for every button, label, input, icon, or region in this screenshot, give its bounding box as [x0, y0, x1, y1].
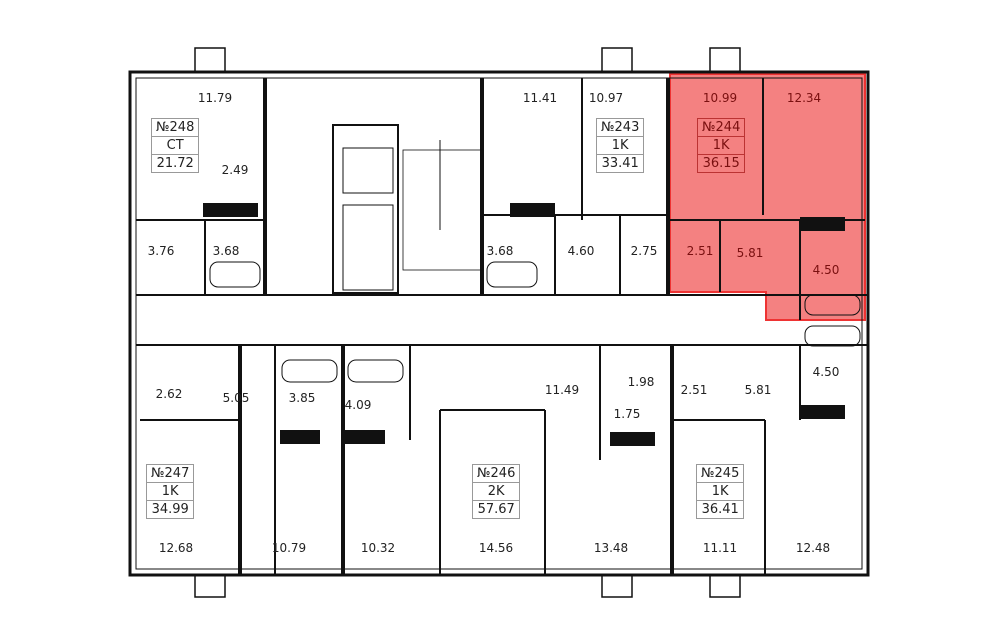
room-area: 14.56	[478, 541, 514, 555]
room-area: 1.98	[627, 375, 655, 389]
room-area: 11.79	[197, 91, 233, 105]
apartment-246-label[interactable]: №246 2K 57.67	[472, 464, 521, 519]
apartment-type: 1K	[698, 136, 745, 154]
room-area: 3.85	[288, 391, 316, 405]
room-area: 10.99	[702, 91, 738, 105]
room-area: 3.68	[486, 244, 514, 258]
room-area: 11.41	[522, 91, 558, 105]
room-area: 13.48	[593, 541, 629, 555]
apartment-number: №246	[477, 466, 516, 481]
apartment-247-label[interactable]: №247 1K 34.99	[146, 464, 195, 519]
room-area: 2.51	[686, 244, 714, 258]
room-area: 11.49	[544, 383, 580, 397]
apartment-area: 36.15	[698, 154, 745, 172]
room-area: 2.62	[155, 387, 183, 401]
room-area: 5.05	[222, 391, 250, 405]
room-area: 12.34	[786, 91, 822, 105]
apartment-number: №248	[156, 120, 195, 135]
apartment-area: 57.67	[473, 500, 520, 518]
apartment-type: 2K	[473, 482, 520, 500]
apartment-248-label[interactable]: №248 CT 21.72	[151, 118, 200, 173]
apartment-area: 34.99	[147, 500, 194, 518]
room-area: 4.50	[812, 263, 840, 277]
apartment-type: 1K	[147, 482, 194, 500]
apartment-number: №243	[601, 120, 640, 135]
room-area: 2.75	[630, 244, 658, 258]
apartment-245-label[interactable]: №245 1K 36.41	[696, 464, 745, 519]
apartment-number: №244	[702, 120, 741, 135]
room-area: 10.97	[588, 91, 624, 105]
walls	[128, 47, 870, 598]
apartment-type: 1K	[597, 136, 644, 154]
apartment-number: №247	[151, 466, 190, 481]
room-area: 1.75	[613, 407, 641, 421]
room-area: 5.81	[744, 383, 772, 397]
room-area: 4.09	[344, 398, 372, 412]
room-area: 5.81	[736, 246, 764, 260]
room-area: 4.50	[812, 365, 840, 379]
room-area: 11.11	[702, 541, 738, 555]
room-area: 2.51	[680, 383, 708, 397]
room-area: 3.76	[147, 244, 175, 258]
apartment-area: 33.41	[597, 154, 644, 172]
room-area: 2.49	[221, 163, 249, 177]
room-area: 10.79	[271, 541, 307, 555]
apartment-type: CT	[152, 136, 199, 154]
apartment-244-label[interactable]: №244 1K 36.15	[697, 118, 746, 173]
apartment-type: 1K	[697, 482, 744, 500]
apartment-number: №245	[701, 466, 740, 481]
room-area: 4.60	[567, 244, 595, 258]
room-area: 12.48	[795, 541, 831, 555]
washer-icons	[203, 203, 845, 446]
apartment-area: 21.72	[152, 154, 199, 172]
apartment-area: 36.41	[697, 500, 744, 518]
room-area: 10.32	[360, 541, 396, 555]
apartment-243-label[interactable]: №243 1K 33.41	[596, 118, 645, 173]
apartment-244-highlight[interactable]	[669, 73, 866, 321]
room-area: 3.68	[212, 244, 240, 258]
room-area: 12.68	[158, 541, 194, 555]
